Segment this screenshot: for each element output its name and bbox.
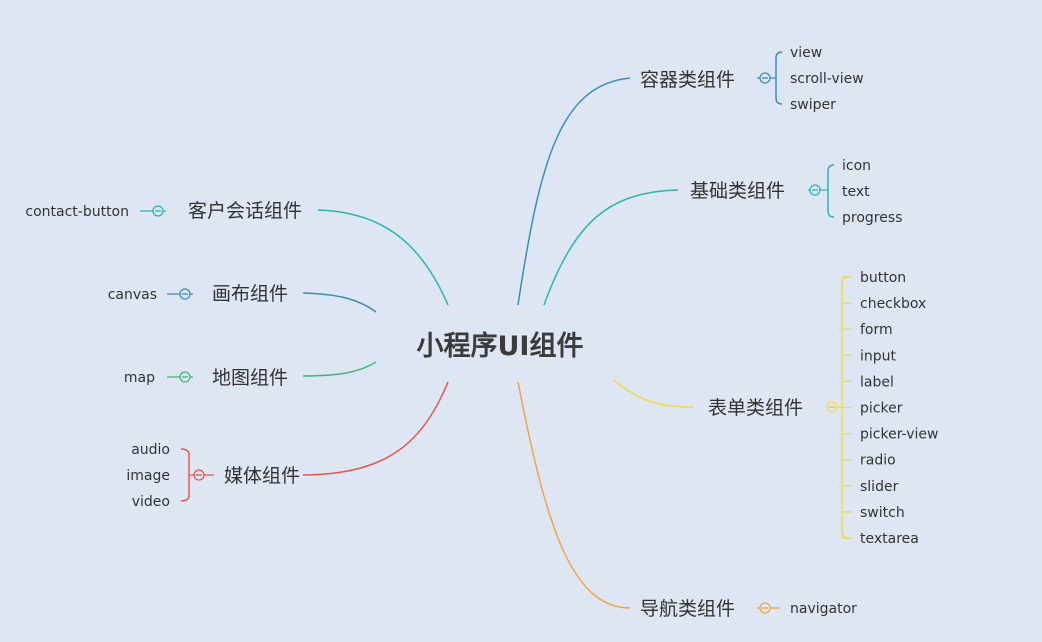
- subtopic-canvas[interactable]: canvas: [108, 287, 157, 303]
- topic-media[interactable]: 媒体组件: [224, 465, 300, 487]
- subtopic-map[interactable]: map: [124, 370, 155, 386]
- topic-form[interactable]: 表单类组件: [708, 397, 803, 419]
- subtopic-label[interactable]: label: [860, 374, 894, 390]
- topic-customer-service[interactable]: 客户会话组件: [188, 200, 302, 222]
- subtopic-image[interactable]: image: [126, 468, 170, 484]
- subtopic-contact-button[interactable]: contact-button: [25, 204, 129, 220]
- subtopic-progress[interactable]: progress: [842, 210, 902, 226]
- subtopic-slider[interactable]: slider: [860, 479, 899, 495]
- topic-map[interactable]: 地图组件: [212, 367, 288, 389]
- connector-navigation: [517, 381, 631, 609]
- subtopic-checkbox[interactable]: checkbox: [860, 296, 926, 312]
- subtopic-swiper[interactable]: swiper: [790, 97, 836, 113]
- connector-basic: [543, 189, 679, 306]
- subtopic-picker-view[interactable]: picker-view: [860, 427, 938, 443]
- connector-canvas: [302, 292, 377, 313]
- connector-map: [302, 361, 377, 377]
- subtopic-navigator[interactable]: navigator: [790, 601, 857, 617]
- subtopic-video[interactable]: video: [132, 494, 170, 510]
- connector-customer-service: [317, 209, 449, 306]
- subtopic-picker[interactable]: picker: [860, 401, 903, 417]
- subtopic-button[interactable]: button: [860, 270, 906, 286]
- topic-canvas[interactable]: 画布组件: [212, 283, 288, 305]
- subtopic-icon[interactable]: icon: [842, 158, 871, 174]
- topic-container[interactable]: 容器类组件: [640, 69, 735, 91]
- subtopic-view[interactable]: view: [790, 45, 822, 61]
- connector-media: [302, 381, 449, 476]
- subtopic-input[interactable]: input: [860, 348, 897, 364]
- subtopic-scroll-view[interactable]: scroll-view: [790, 71, 864, 87]
- subtopic-audio[interactable]: audio: [131, 442, 170, 458]
- subtopic-switch[interactable]: switch: [860, 505, 905, 521]
- subtopic-textarea[interactable]: textarea: [860, 531, 919, 547]
- connector-container: [517, 77, 631, 306]
- connector-form: [613, 379, 695, 408]
- topic-basic[interactable]: 基础类组件: [690, 180, 785, 202]
- central-topic[interactable]: 小程序UI组件: [417, 330, 584, 362]
- subtopic-form[interactable]: form: [860, 322, 893, 338]
- subtopic-text[interactable]: text: [842, 184, 870, 200]
- subtopic-radio[interactable]: radio: [860, 453, 896, 469]
- form-subtopics: button checkbox form input label picker picker…: [842, 270, 938, 547]
- topic-navigation[interactable]: 导航类组件: [640, 598, 735, 620]
